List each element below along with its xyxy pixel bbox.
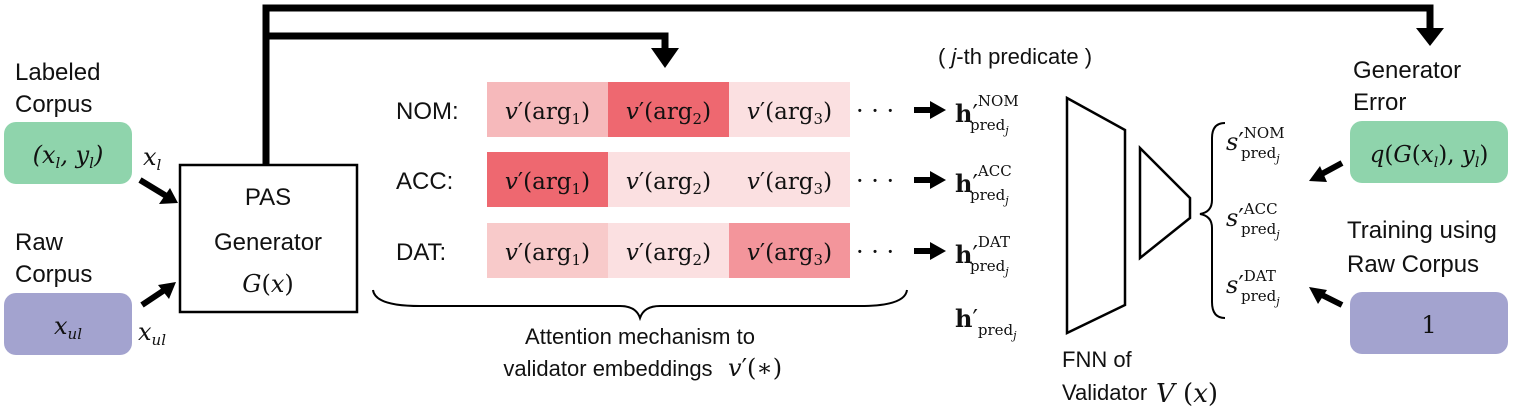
raw-corpus-title-2: Corpus xyxy=(15,261,92,288)
arrow-head-nom xyxy=(930,101,946,119)
labeled-corpus-title-2: Corpus xyxy=(15,91,92,118)
labeled-corpus-title-1: Labeled xyxy=(15,59,100,86)
ellipsis-dat: · · · xyxy=(856,238,894,266)
arrow-into-nom-arg2 xyxy=(651,48,679,68)
generator-error-title-2: Error xyxy=(1353,89,1406,116)
attention-cell-dat-1 xyxy=(487,223,608,278)
attention-cell-text-dat-3: v′(arg3) xyxy=(747,240,832,269)
score-acc: s′ACC xyxy=(1226,200,1278,232)
score-dat: s′DAT xyxy=(1226,267,1276,299)
validator-label-2: Validator xyxy=(1062,380,1147,405)
attention-caption-2: validator embeddings xyxy=(503,356,712,381)
labeled-to-generator-arrow xyxy=(159,188,178,204)
attention-caption-math: v′(∗) xyxy=(728,354,782,382)
score-sub-dat: predj xyxy=(1241,287,1280,308)
attention-cell-text-acc-2: v′(arg2) xyxy=(626,169,711,198)
pas-generator-box: PAS Generator G(x) xyxy=(178,163,359,314)
attention-cell-text-dat-2: v′(arg2) xyxy=(626,240,711,269)
validator-label-math: V (x) xyxy=(1156,379,1218,409)
training-title-1: Training using xyxy=(1347,217,1497,244)
score-nom: s′NOM xyxy=(1226,124,1285,156)
attention-cell-text-dat-1: v′(arg1) xyxy=(505,240,590,269)
training-pill xyxy=(1350,292,1508,354)
arrow-head-acc xyxy=(930,171,946,189)
h-output-sub-dat: predj xyxy=(970,257,1009,278)
score-brace xyxy=(1199,122,1226,319)
raw-corpus-group: Raw Corpus xul xul xyxy=(4,229,176,355)
attention-cell-acc-2 xyxy=(608,152,729,207)
h-output-sub-acc: predj xyxy=(970,186,1009,207)
case-label-dat: DAT: xyxy=(396,239,446,266)
generator-error-arrow xyxy=(1309,166,1327,182)
training-title-2: Raw Corpus xyxy=(1347,251,1479,278)
case-label-nom: NOM: xyxy=(396,98,459,125)
attention-cell-text-nom-1: v′(arg1) xyxy=(505,99,590,128)
attention-matrix: NOM:v′(arg1)v′(arg2)v′(arg3)· · ·h′NOMpr… xyxy=(396,82,1019,278)
generator-line1: PAS xyxy=(245,184,291,211)
generator-error-title-1: Generator xyxy=(1353,57,1461,84)
validator-layer-2 xyxy=(1138,144,1192,261)
generator-line3: G(x) xyxy=(242,270,293,298)
arrow-head-dat xyxy=(930,242,946,260)
labeled-corpus-group: Labeled Corpus (xl, yl) xl xyxy=(4,59,178,204)
validator-label-1: FNN of xyxy=(1062,347,1133,372)
score-sub-nom: predj xyxy=(1241,144,1280,165)
training-arrow xyxy=(1309,287,1327,304)
attention-caption-1: Attention mechanism to xyxy=(525,324,755,349)
raw-corpus-title-1: Raw xyxy=(15,229,64,256)
attention-cell-text-nom-3: v′(arg3) xyxy=(747,99,832,128)
h-output-sub-nom: predj xyxy=(970,116,1009,137)
attention-cell-acc-1 xyxy=(487,152,608,207)
arrow-into-generator-error xyxy=(1416,28,1444,46)
validator-layer-1 xyxy=(1065,95,1127,335)
training-pill-text: 1 xyxy=(1421,311,1436,339)
training-raw-group: Training using Raw Corpus 1 xyxy=(1309,217,1508,354)
generator-error-group: Generator Error q(G(xl), yl) xyxy=(1309,57,1508,183)
attention-cell-dat-3 xyxy=(729,223,850,278)
attention-cell-acc-3 xyxy=(729,152,850,207)
attention-cell-nom-1 xyxy=(487,82,608,137)
raw-to-generator-arrow xyxy=(158,282,176,299)
attention-cell-text-acc-3: v′(arg3) xyxy=(747,169,832,198)
h-output-nom: h′NOM xyxy=(955,92,1019,128)
feedback-lines xyxy=(262,4,1444,165)
labeled-arrow-label: xl xyxy=(143,143,162,174)
attention-cell-nom-2 xyxy=(608,82,729,137)
h-output-acc: h′ACC xyxy=(955,162,1012,198)
generator-error-pill xyxy=(1350,121,1508,183)
predicate-label: ( j-th predicate ) xyxy=(938,44,1092,69)
attention-cell-nom-3 xyxy=(729,82,850,137)
case-label-acc: ACC: xyxy=(396,168,453,195)
h-output-dat: h′DAT xyxy=(955,233,1010,269)
score-sub-acc: predj xyxy=(1241,220,1280,241)
raw-corpus-pill xyxy=(4,293,132,355)
attention-cell-dat-2 xyxy=(608,223,729,278)
generator-error-pill-text: q(G(xl), yl) xyxy=(1370,142,1489,171)
attention-brace xyxy=(372,289,908,322)
attention-cell-text-acc-1: v′(arg1) xyxy=(505,169,590,198)
ellipsis-acc: · · · xyxy=(856,167,894,195)
raw-arrow-label: xul xyxy=(138,318,166,349)
attention-cell-text-nom-2: v′(arg2) xyxy=(626,99,711,128)
h-pred-label: h′predj xyxy=(955,304,1017,342)
generator-line2: Generator xyxy=(214,229,322,256)
validator-fnn: FNN of Validator V (x) xyxy=(1062,95,1218,409)
ellipsis-nom: · · · xyxy=(856,97,894,125)
labeled-corpus-pill xyxy=(4,122,132,184)
